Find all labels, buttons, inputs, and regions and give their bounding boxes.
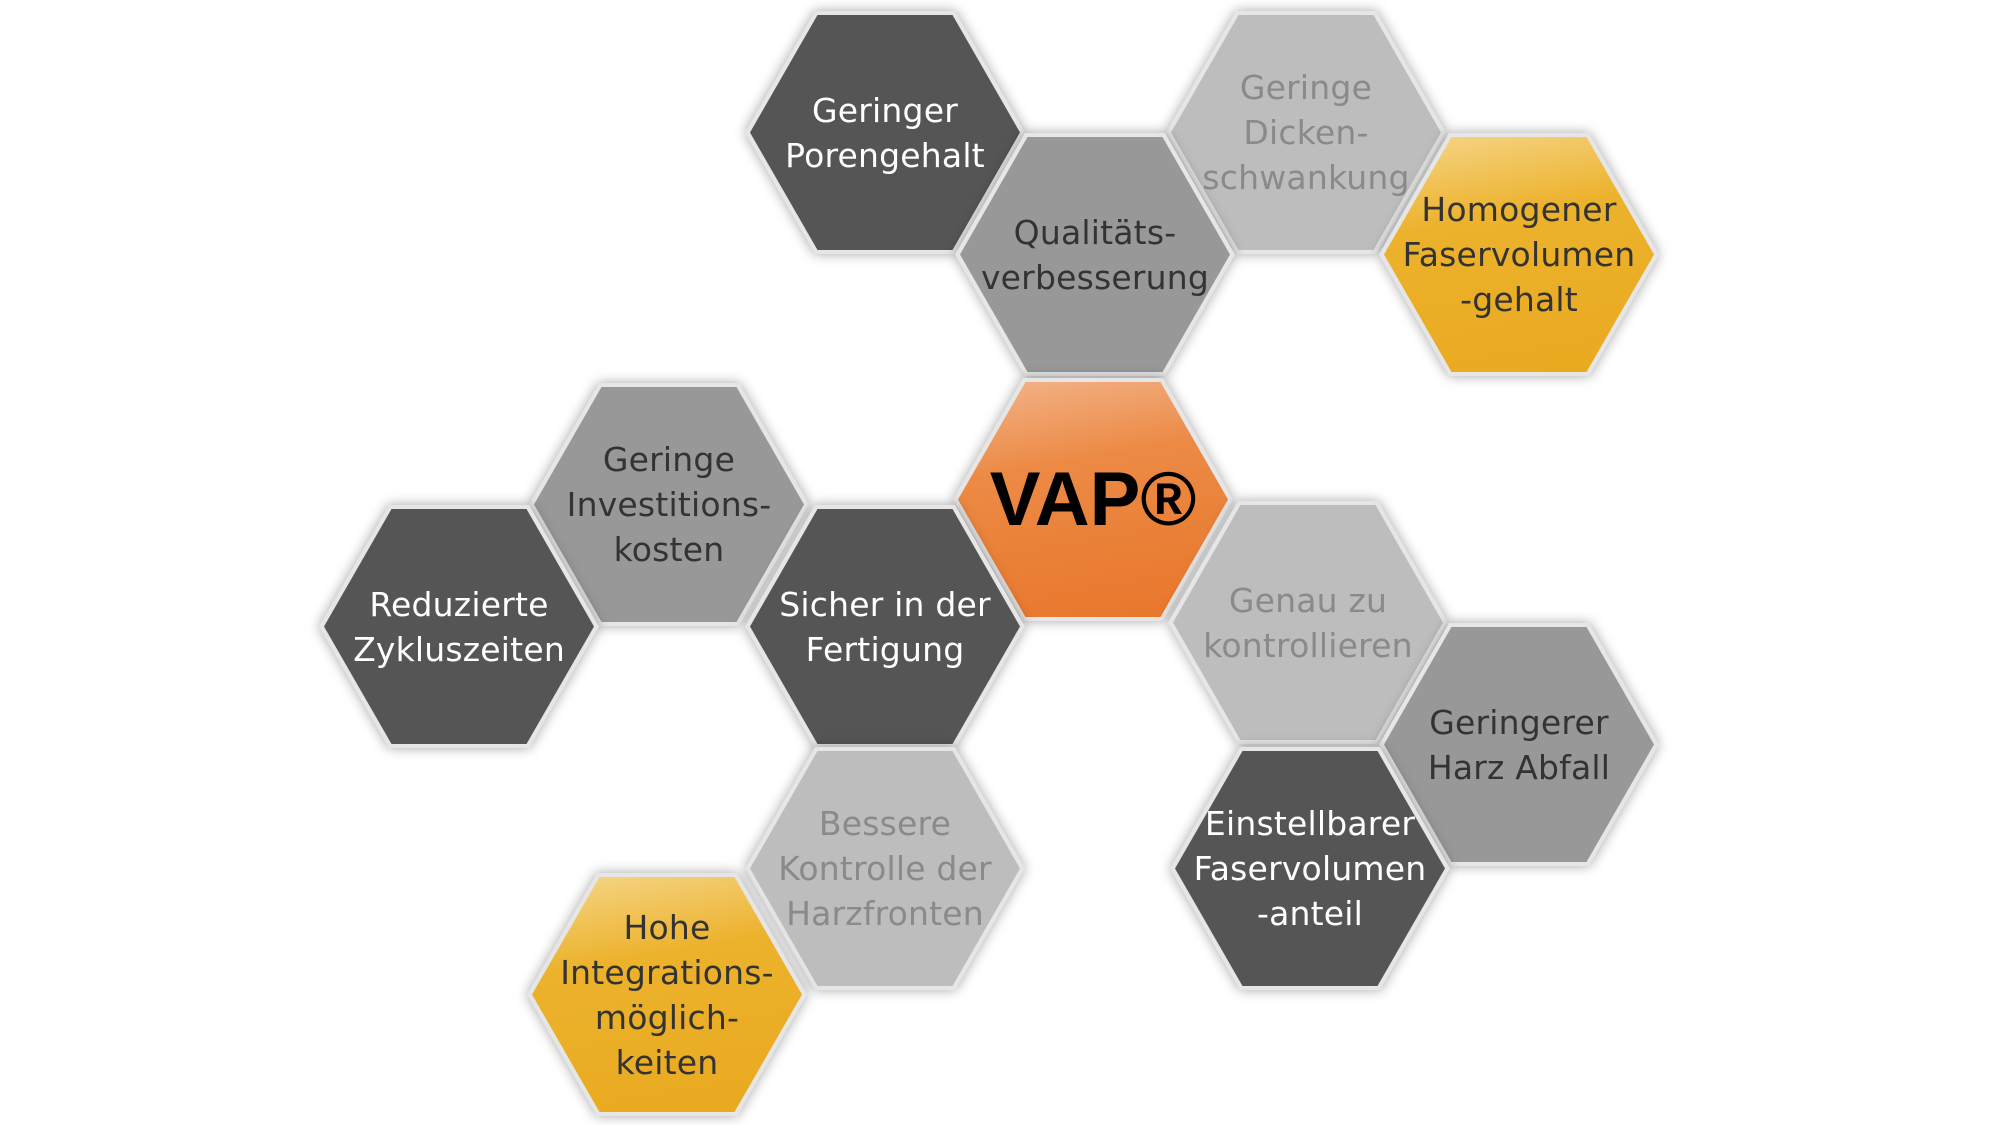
hex-geringer-porengehalt: Geringer Porengehalt (745, 11, 1025, 254)
hex-vap-center: VAP® (953, 378, 1233, 621)
hex-geringe-investitionskosten: Geringe Investitions- kosten (529, 383, 809, 626)
hex-einstellbarer-faservolumenanteil: Einstellbarer Faservolumen -anteil (1170, 747, 1450, 990)
hex-reduzierte-zykluszeiten: Reduzierte Zykluszeiten (319, 505, 599, 748)
hex-label: Bessere Kontrolle der Harzfronten (778, 804, 992, 933)
hex-label: Homogener Faservolumen -gehalt (1402, 190, 1636, 319)
hex-homogener-faservolumengehalt: Homogener Faservolumen -gehalt (1379, 133, 1659, 376)
hex-label: Genau zu kontrollieren (1203, 580, 1413, 665)
hex-label: Geringerer Harz Abfall (1427, 702, 1611, 787)
hex-label: Geringe Dicken- schwankung (1202, 68, 1410, 197)
center-label: VAP® (989, 457, 1197, 542)
hex-geringerer-harz-abfall: Geringerer Harz Abfall (1379, 623, 1659, 866)
hex-label: Reduzierte Zykluszeiten (353, 584, 565, 669)
hex-bessere-kontrolle: Bessere Kontrolle der Harzfronten (745, 747, 1025, 990)
hex-label: Geringe Investitions- kosten (566, 440, 772, 569)
hex-hohe-integrationsmoeglichkeiten: Hohe Integrations- möglich- keiten (527, 873, 807, 1116)
hex-label: Einstellbarer Faservolumen -anteil (1193, 804, 1427, 933)
hex-sicher-in-der-fertigung: Sicher in der Fertigung (745, 505, 1025, 748)
hex-label: Sicher in der Fertigung (779, 584, 991, 669)
hex-geringe-dickenschwankung: Geringe Dicken- schwankung (1166, 11, 1446, 254)
hex-qualitaetsverbesserung: Qualitäts- verbesserung (955, 133, 1235, 376)
hex-genau-zu-kontrollieren: Genau zu kontrollieren (1168, 501, 1448, 744)
hex-label: Hohe Integrations- möglich- keiten (560, 907, 774, 1082)
hex-label: Qualitäts- verbesserung (980, 212, 1210, 297)
hex-label: Geringer Porengehalt (785, 90, 985, 175)
